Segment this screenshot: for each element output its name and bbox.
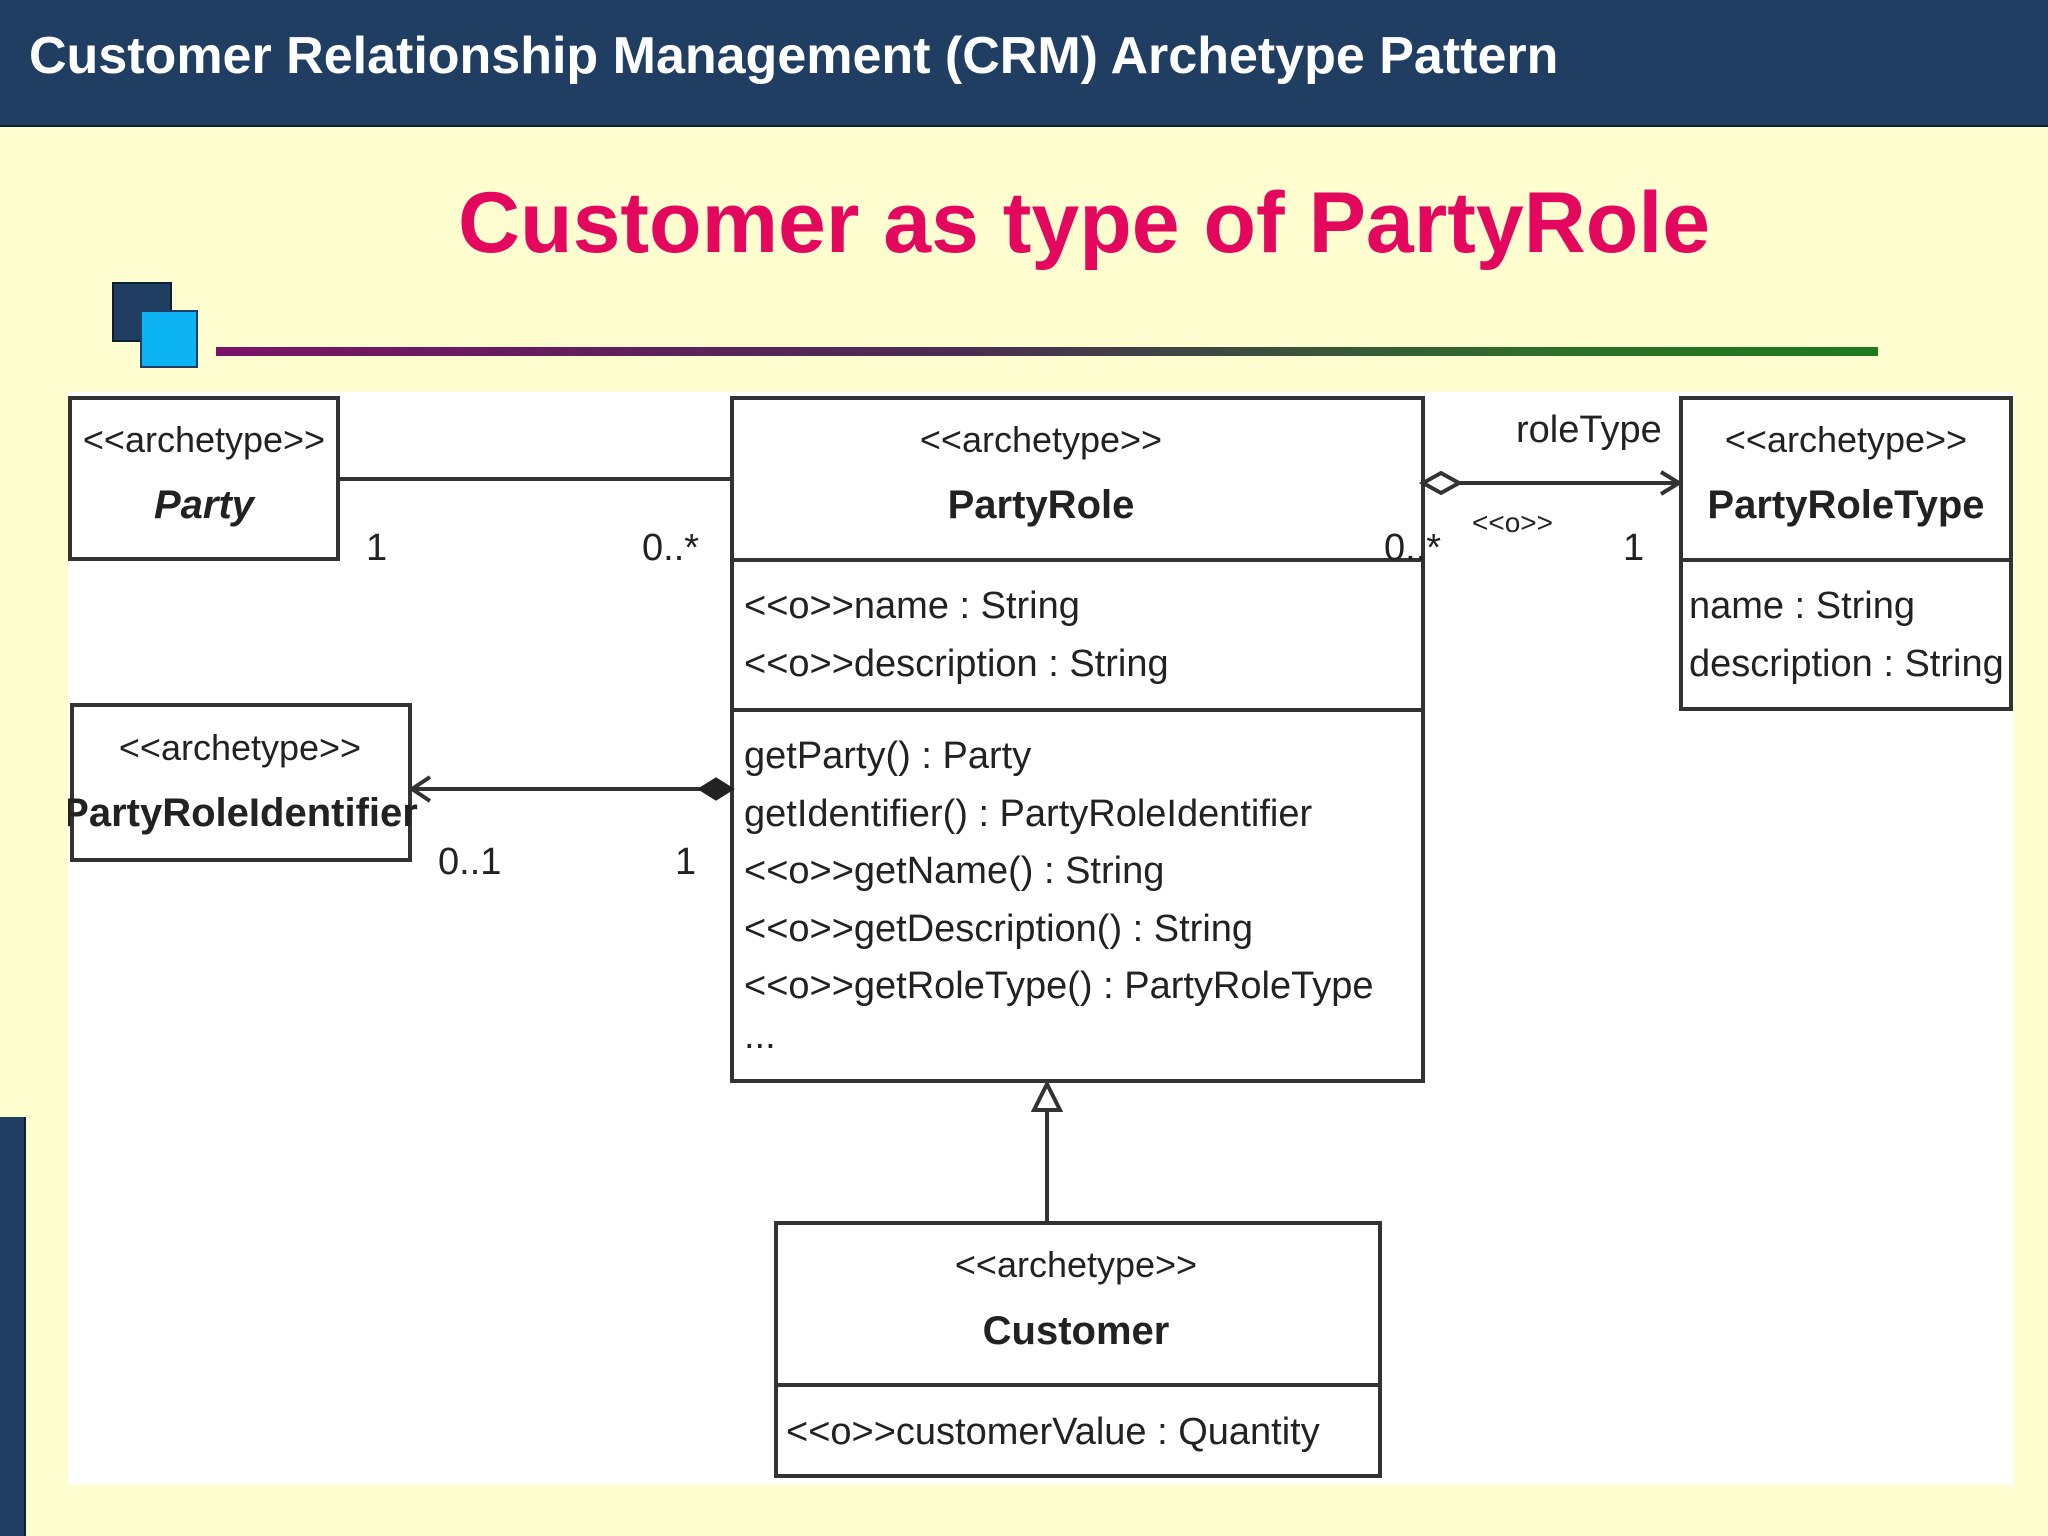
- party-role-stereotype: <<archetype>>: [920, 419, 1162, 460]
- header-title: Customer Relationship Management (CRM) A…: [29, 27, 1559, 85]
- party-role-operation: getParty() : Party: [744, 735, 1031, 777]
- deco-square-front: [140, 310, 198, 368]
- slide-header: Customer Relationship Management (CRM) A…: [0, 0, 2048, 127]
- identifier-arrowhead-icon: [408, 775, 432, 803]
- party-role-operation: <<o>>getRoleType() : PartyRoleType: [744, 965, 1373, 1007]
- party-role-operation: <<o>>getDescription() : String: [744, 908, 1253, 950]
- role-type-multiplicity: 1: [1623, 527, 1644, 569]
- uml-class-diagram: <<archetype>> Party <<archetype>> PartyR…: [68, 396, 2013, 1478]
- title-divider: [216, 347, 1878, 356]
- customer-stereotype: <<archetype>>: [955, 1244, 1197, 1285]
- party-role-attribute: <<o>>name : String: [744, 585, 1080, 627]
- party-stereotype: <<archetype>>: [83, 419, 325, 460]
- role-type-label: roleType: [1516, 409, 1662, 451]
- party-role-type-stereotype: <<archetype>>: [1725, 419, 1967, 460]
- party-role-box: [730, 396, 1425, 1083]
- party-role-type-name: PartyRoleType: [1707, 483, 1984, 527]
- party-role-identifier-box: [70, 703, 412, 862]
- party-role-name: PartyRole: [948, 483, 1135, 527]
- customer-name: Customer: [983, 1309, 1170, 1353]
- left-accent-bar: [0, 1117, 26, 1536]
- party-name: Party: [154, 483, 256, 527]
- party-role-operation: <<o>>getName() : String: [744, 850, 1164, 892]
- customer-attribute: <<o>>customerValue : Quantity: [786, 1411, 1320, 1453]
- aggregation-diamond-icon: [1418, 470, 1464, 496]
- uml-diagram-panel: <<archetype>> Party <<archetype>> PartyR…: [68, 392, 2014, 1485]
- generalization-triangle-icon: [1030, 1079, 1064, 1112]
- role-type-arrowhead-icon: [1659, 470, 1683, 496]
- party-multiplicity: 1: [366, 527, 387, 569]
- party-role-type-attribute: name : String: [1689, 585, 1915, 627]
- party-role-identifier-stereotype: <<archetype>>: [119, 727, 361, 768]
- customer-box: [774, 1221, 1382, 1478]
- party-role-type-box: [1679, 396, 2013, 711]
- slide-title-text: Customer as type of PartyRole: [457, 175, 1711, 271]
- party-role-identifier-name: PartyRoleIdentifier: [68, 791, 418, 835]
- party-role-operation: ...: [744, 1015, 776, 1057]
- party-role-operation: getIdentifier() : PartyRoleIdentifier: [744, 793, 1312, 835]
- decorative-squares-icon: [112, 282, 202, 372]
- role-type-stereotype: <<o>>: [1472, 507, 1553, 538]
- identifier-role-multiplicity: 1: [675, 841, 696, 883]
- composition-diamond-icon: [697, 777, 735, 801]
- slide-title: Customer as type of PartyRole: [0, 174, 2048, 273]
- role-type-role-multiplicity: 0..*: [1384, 527, 1441, 569]
- identifier-multiplicity: 0..1: [438, 841, 501, 883]
- party-role-multiplicity: 0..*: [642, 527, 699, 569]
- party-role-attribute: <<o>>description : String: [744, 643, 1169, 685]
- party-role-type-attribute: description : String: [1689, 643, 2004, 685]
